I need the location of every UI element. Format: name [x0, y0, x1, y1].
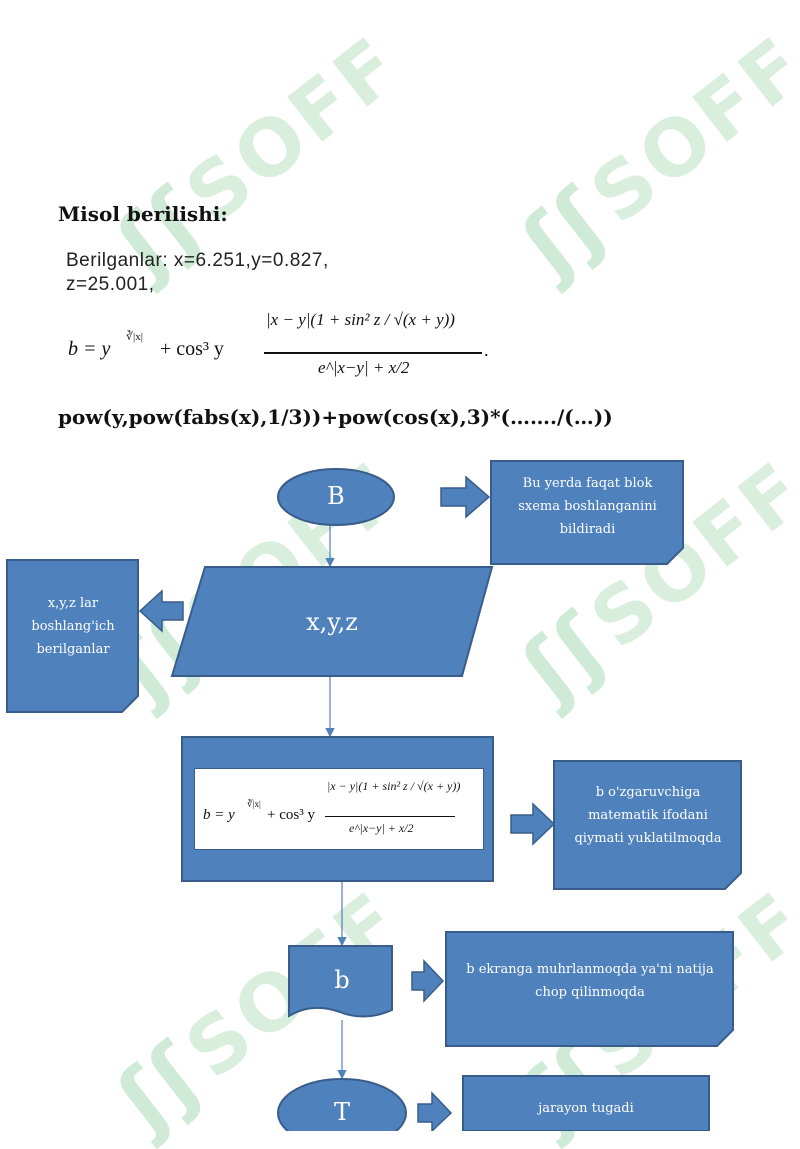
process-formula-root: ∛|x|: [247, 799, 261, 809]
input-parallelogram: [170, 566, 494, 677]
end-note-box: [462, 1075, 710, 1131]
formula-lhs: b = y: [68, 338, 111, 360]
formula-cos: + cos³ y: [160, 338, 224, 360]
process-formula-denominator: e^|x−y| + x/2: [349, 821, 414, 835]
arrow-to-output-note: [411, 959, 445, 1003]
output-label: b: [334, 966, 350, 994]
start-terminator: [277, 468, 395, 526]
input-label: x,y,z: [306, 608, 358, 636]
start-label: B: [327, 482, 345, 510]
formula-numerator: |x − y|(1 + sin² z / √(x + y)): [266, 310, 455, 329]
process-formula-panel: b = y ∛|x| + cos³ y |x − y|(1 + sin² z /…: [194, 768, 484, 850]
code-expression: pow(y,pow(fabs(x),1/3))+pow(cos(x),3)*(……: [58, 405, 613, 429]
process-formula-lhs: b = y: [203, 807, 235, 823]
given-line-1: Berilganlar: x=6.251,y=0.827,: [66, 250, 329, 271]
input-note-box: [6, 559, 139, 713]
end-label: T: [333, 1098, 350, 1126]
formula-root-exponent: ∛|x|: [126, 331, 143, 343]
fraction-bar: [264, 352, 482, 354]
arrow-to-input-note: [138, 589, 184, 633]
output-note-text: b ekranga muhrlanmoqda ya'ni natija chop…: [466, 962, 714, 1000]
process-note-text: b o'zgaruvchiga matematik ifodani qiymat…: [574, 785, 722, 846]
arrow-to-start-note: [440, 475, 491, 519]
output-document: [288, 945, 393, 1018]
arrow-to-process-note: [510, 802, 556, 846]
start-note-text: Bu yerda faqat blok sxema boshlanganini …: [518, 476, 657, 537]
input-note-text: x,y,z lar boshlang'ich berilganlar: [31, 596, 115, 657]
end-terminator: [277, 1078, 407, 1131]
given-line-2: z=25.001,: [66, 274, 155, 295]
main-formula: b = y ∛|x| + cos³ y |x − y|(1 + sin² z /…: [68, 310, 489, 377]
process-formula-cos: + cos³ y: [267, 807, 315, 823]
formula-denominator: e^|x−y| + x/2: [318, 358, 410, 377]
process-formula-numerator: |x − y|(1 + sin² z / √(x + y)): [327, 779, 461, 793]
arrow-to-end-note: [417, 1091, 453, 1131]
output-note-box: [445, 931, 734, 1047]
end-note-text: jarayon tugadi: [538, 1101, 634, 1116]
start-note-box: [490, 460, 684, 565]
example-heading: Misol berilishi:: [58, 202, 228, 226]
process-note-box: [553, 760, 742, 890]
